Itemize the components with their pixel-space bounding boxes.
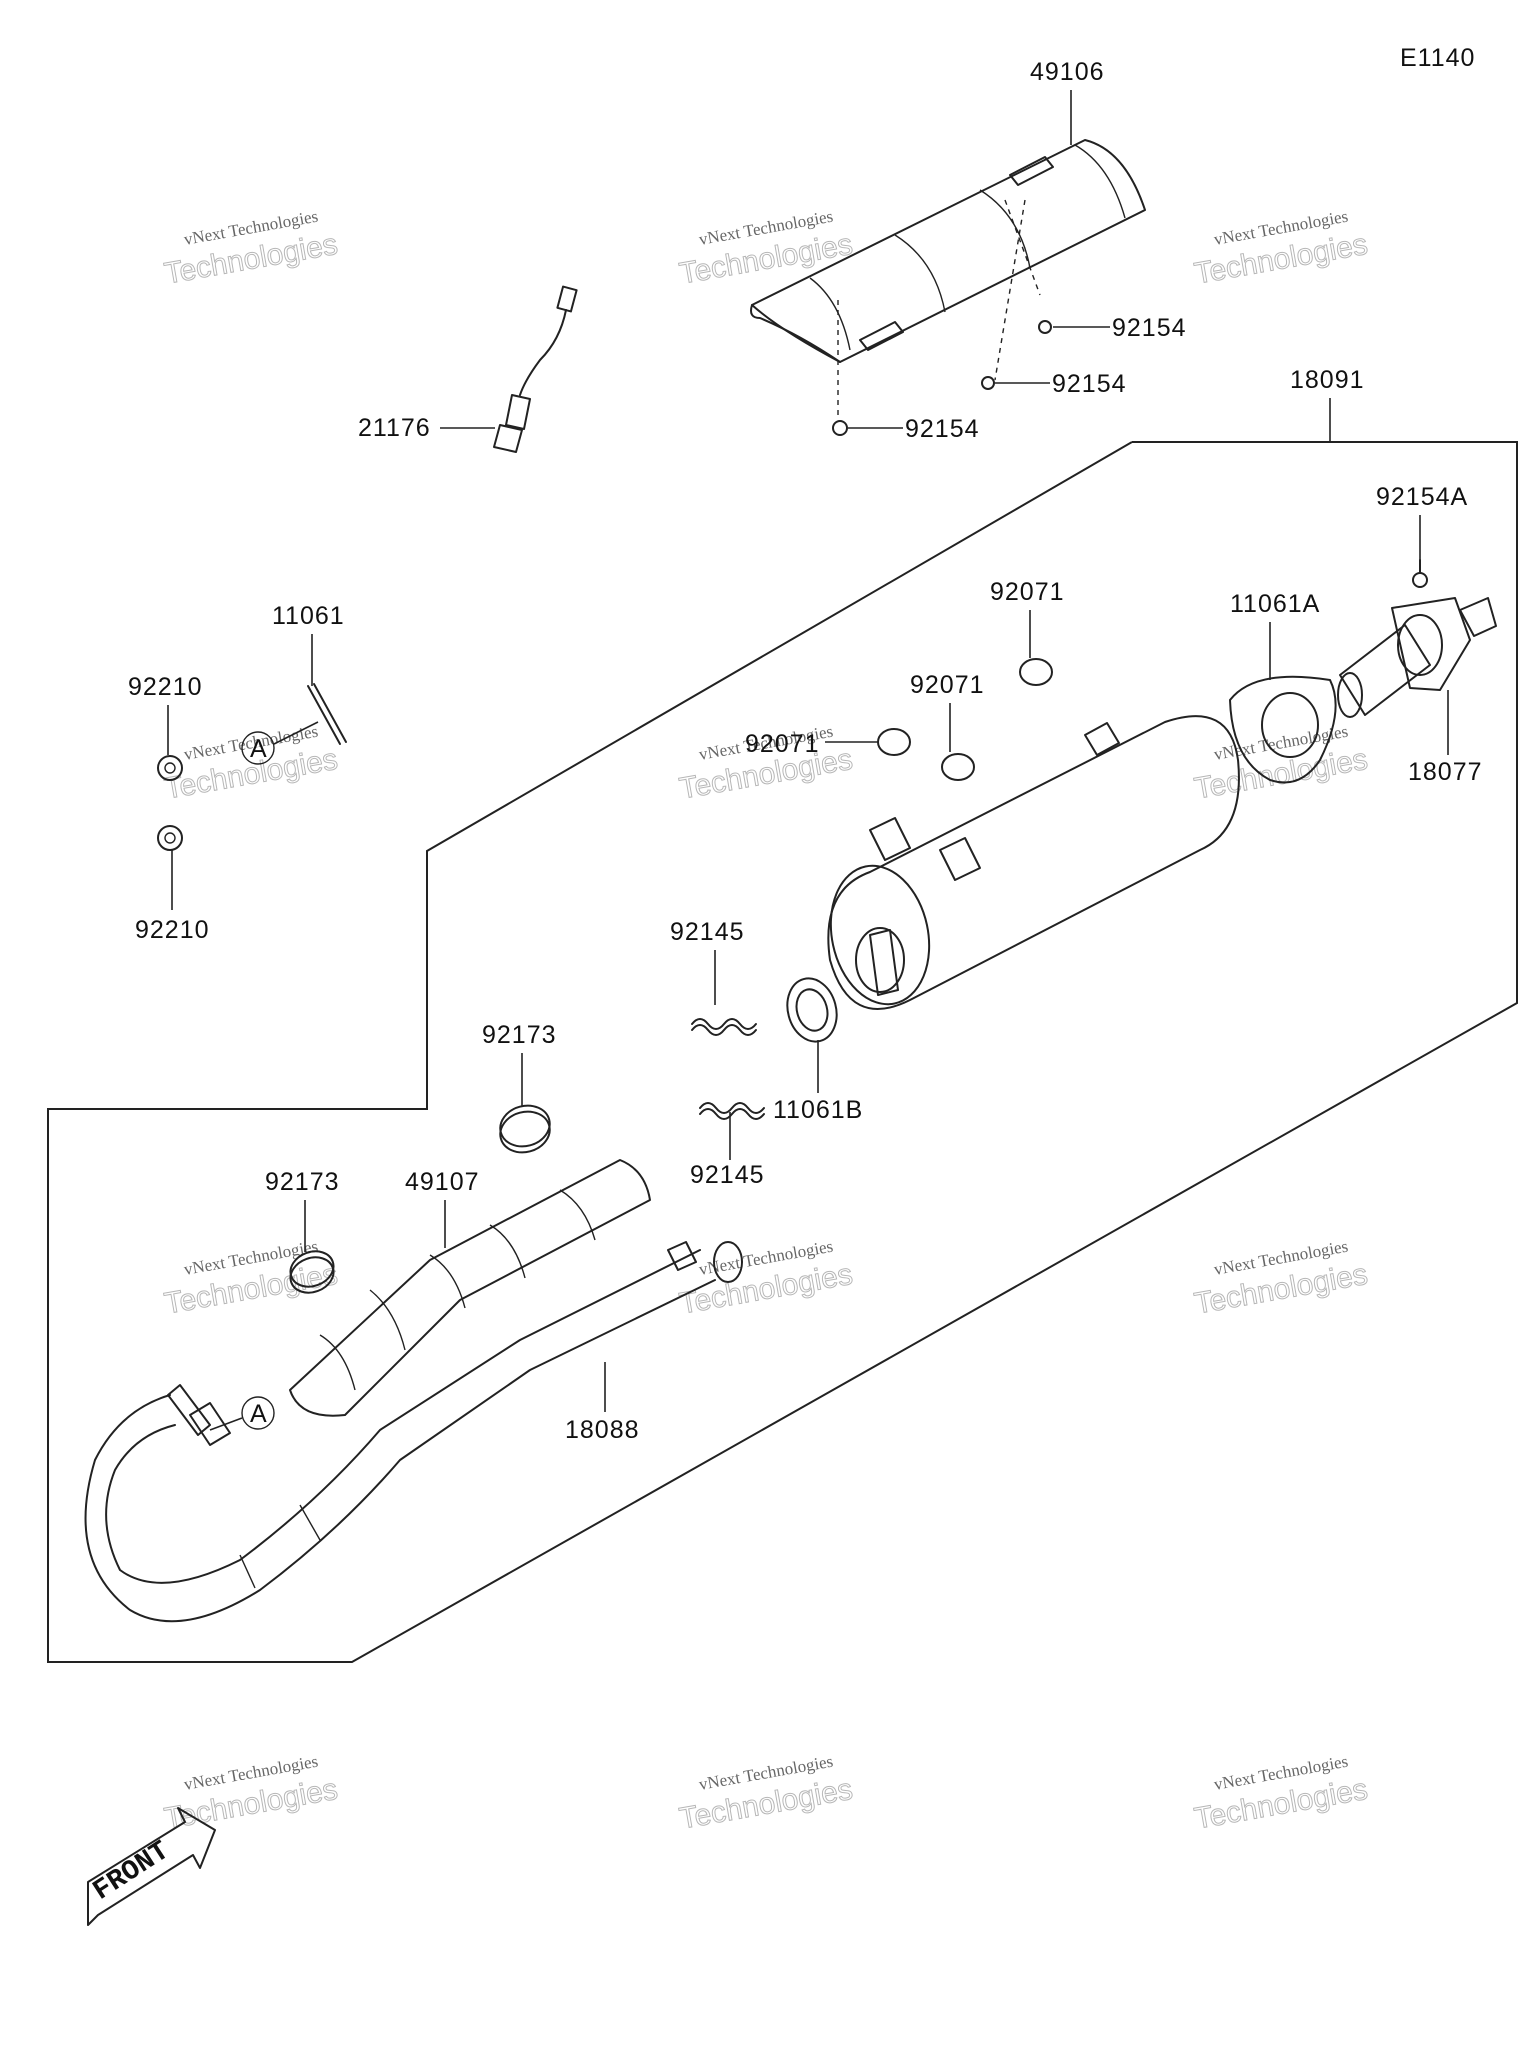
bolt-92154A-drawing <box>1412 559 1428 588</box>
exhaust-pipe-drawing <box>84 1241 743 1623</box>
watermark: vNext Technologies Technologies <box>1191 1237 1370 1322</box>
nut-92210-drawing <box>157 755 183 851</box>
label-92145-a: 92145 <box>670 918 745 946</box>
svg-text:A: A <box>250 735 268 763</box>
watermark: vNext Technologies Technologies <box>676 207 855 292</box>
oxygen-sensor-drawing <box>493 285 578 453</box>
label-92154-c: 92154 <box>905 415 980 443</box>
label-21176: 21176 <box>358 414 431 442</box>
gasket-11061A-drawing <box>1229 675 1337 784</box>
label-92154-b: 92154 <box>1052 370 1127 398</box>
assembly-frame <box>47 441 1518 1663</box>
label-49106: 49106 <box>1030 58 1105 86</box>
watermark: vNext Technologies Technologies <box>1191 722 1370 807</box>
callout-a-lower: A <box>209 1396 275 1431</box>
watermark: vNext Technologies Technologies <box>676 1752 855 1837</box>
label-92210-b: 92210 <box>135 916 210 944</box>
label-92173-a: 92173 <box>482 1021 557 1049</box>
watermark: vNext Technologies Technologies <box>161 1237 340 1322</box>
label-92173-b: 92173 <box>265 1168 340 1196</box>
label-92154A: 92154A <box>1376 483 1468 511</box>
bolt-92154-drawing <box>832 320 1052 436</box>
label-92154-a: 92154 <box>1112 314 1187 342</box>
clamp-92173-drawing <box>289 1104 551 1294</box>
watermark: vNext Technologies Technologies <box>161 722 340 807</box>
watermark-group: vNext Technologies Technologies vNext Te… <box>161 207 1370 1837</box>
callout-a-upper: A <box>241 721 319 765</box>
svg-text:A: A <box>250 1400 268 1428</box>
heat-shield-upper-drawing <box>750 139 1146 420</box>
label-18077: 18077 <box>1408 758 1483 786</box>
label-92145-b: 92145 <box>690 1161 765 1189</box>
watermark: vNext Technologies Technologies <box>1191 207 1370 292</box>
label-92210-a: 92210 <box>128 673 203 701</box>
gasket-11061-drawing <box>307 683 347 745</box>
tailpipe-18077-drawing <box>1337 597 1497 718</box>
label-11061A: 11061A <box>1230 590 1320 618</box>
watermark: vNext Technologies Technologies <box>161 207 340 292</box>
heat-shield-lower-drawing <box>289 1159 651 1417</box>
label-92071-b: 92071 <box>910 671 985 699</box>
label-92071-a: 92071 <box>990 578 1065 606</box>
label-18088: 18088 <box>565 1416 640 1444</box>
front-label: FRONT <box>88 1836 175 1908</box>
spring-92145-drawing <box>691 1018 765 1120</box>
gasket-11061B-drawing <box>786 977 838 1043</box>
label-18091: 18091 <box>1290 366 1365 394</box>
label-49107: 49107 <box>405 1168 480 1196</box>
label-11061: 11061 <box>272 602 345 630</box>
label-92071-c: 92071 <box>745 730 820 758</box>
diagram-code: E1140 <box>1400 44 1475 72</box>
watermark: vNext Technologies Technologies <box>676 1237 855 1322</box>
label-11061B: 11061B <box>773 1096 863 1124</box>
watermark: vNext Technologies Technologies <box>1191 1752 1370 1837</box>
muffler-drawing <box>827 715 1240 1010</box>
